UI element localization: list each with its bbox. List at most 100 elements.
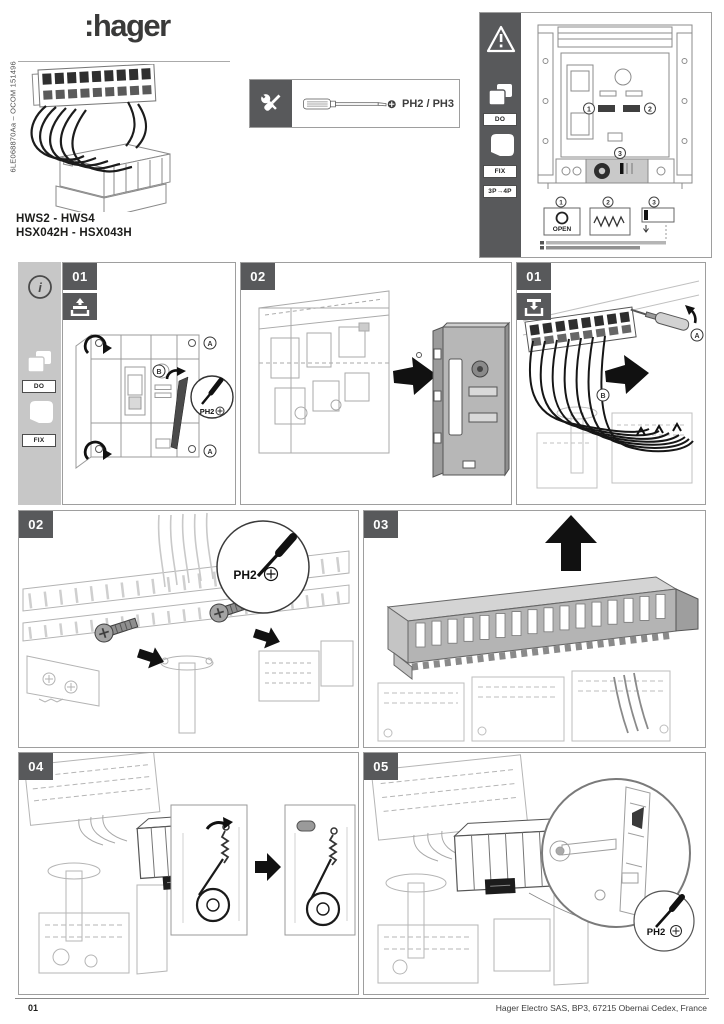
callout-a: A — [690, 328, 704, 342]
svg-text:A: A — [207, 341, 212, 348]
document-code: 6LE068870Aa – OCOM 151496 — [8, 61, 18, 173]
detail-inset-after — [284, 804, 356, 936]
step-badge: 02 — [19, 511, 53, 538]
molded-part-icon — [491, 134, 514, 156]
arrow-icon — [136, 647, 164, 669]
insert-icon — [517, 293, 551, 320]
step-panel-02-remove-cover: 02 — [240, 262, 512, 505]
wire-harness — [30, 101, 148, 173]
svg-text:1: 1 — [559, 200, 563, 207]
tool-spec-label: PH2 / PH3 — [402, 98, 454, 110]
svg-text:B: B — [600, 393, 605, 400]
ph2-inset: PH2 — [633, 890, 695, 952]
tools-icon — [250, 80, 292, 127]
svg-text:PH2: PH2 — [647, 927, 665, 938]
step-panel-05-check: 05 — [363, 752, 706, 995]
step-badge: 01 — [63, 263, 97, 290]
terminal-cover — [386, 576, 699, 681]
state-legend: 1 OPEN 2 3 — [540, 196, 675, 250]
cover-removal-drawing — [258, 290, 511, 478]
svg-text:i: i — [38, 280, 42, 295]
arrow-icon — [252, 627, 280, 649]
svg-text:PH2: PH2 — [200, 407, 215, 416]
step-badge: 05 — [364, 753, 398, 780]
info-sidebar: i DO FIX — [18, 262, 61, 505]
terminal-cover-drawing — [377, 515, 699, 742]
screwdriver-blade — [170, 376, 189, 450]
svg-text:2: 2 — [648, 106, 652, 113]
right-arrow-icon — [393, 357, 437, 395]
callout-3: 3 — [614, 147, 626, 159]
step-panel-03-lift-cover: 03 — [363, 510, 706, 748]
svg-text:3: 3 — [618, 151, 622, 158]
stack-icon — [27, 351, 51, 373]
poles-label: 3P→4P — [483, 185, 517, 198]
inspection-drawing: PH2 — [370, 754, 695, 986]
svg-text:1: 1 — [587, 106, 591, 113]
hager-logo: :hager — [84, 8, 171, 43]
svg-text:B: B — [156, 369, 161, 376]
safety-sidebar: DO FIX 3P→4P — [480, 13, 521, 257]
footer-divider — [15, 998, 709, 999]
step-badge: 03 — [364, 511, 398, 538]
screw-fastening-drawing: PH2 — [22, 512, 354, 734]
fix-label: FIX — [483, 165, 517, 178]
callout-2: 2 — [644, 102, 656, 115]
remove-icon — [63, 293, 97, 320]
callout-a: A — [203, 336, 217, 350]
publisher-address: Hager Electro SAS, BP3, 67215 Obernai Ce… — [495, 1003, 707, 1013]
warning-triangle-icon — [486, 25, 516, 53]
product-line-2: HSX042H - HSX043H — [16, 227, 132, 239]
screw-icon — [94, 617, 139, 643]
step-badge: 01 — [517, 263, 551, 290]
open-button-icon — [555, 211, 569, 225]
ph2-inset: PH2 — [216, 520, 310, 614]
callout-b: B — [596, 388, 610, 402]
product-illustration — [30, 64, 171, 212]
callout-a: A — [203, 444, 217, 458]
page-number: 01 — [28, 1003, 39, 1013]
rotate-arrow-icon — [83, 334, 112, 460]
wiring-drawing: A B — [522, 280, 704, 489]
open-label: OPEN — [553, 226, 572, 233]
product-references: HWS2 - HWS4 HSX042H - HSX043H — [16, 212, 132, 240]
svg-text:3: 3 — [652, 200, 656, 207]
spring-icon — [593, 215, 625, 228]
step-panel-01-unscrew: 01 — [62, 262, 236, 505]
callout-b: B — [152, 364, 166, 378]
header-divider — [18, 61, 230, 62]
do-label: DO — [22, 380, 56, 393]
product-line-1: HWS2 - HWS4 — [16, 213, 95, 225]
safety-panel: DO FIX 3P→4P 1 2 — [479, 12, 712, 258]
wire-harness — [528, 335, 694, 453]
fix-label: FIX — [22, 434, 56, 447]
stack-icon — [488, 84, 512, 106]
spring-lever-drawing — [23, 753, 356, 975]
latch-detail — [632, 807, 644, 829]
callout-1: 1 — [583, 102, 595, 115]
screwdriver-icon — [303, 98, 396, 110]
required-tools-box: PH2 / PH3 — [249, 79, 460, 128]
step-badge: 02 — [241, 263, 275, 290]
svg-text:A: A — [694, 333, 699, 340]
ph2-inset: PH2 — [190, 375, 234, 419]
step-panel-02-screws: 02 — [18, 510, 359, 748]
step-panel-04-spring: 04 — [18, 752, 359, 995]
detail-inset-before — [170, 804, 248, 936]
svg-text:PH2: PH2 — [233, 568, 257, 582]
do-label: DO — [483, 113, 517, 126]
molded-part-icon — [30, 401, 53, 423]
svg-text:A: A — [207, 449, 212, 456]
svg-text:2: 2 — [606, 200, 610, 207]
right-arrow-icon — [605, 355, 649, 394]
position-indicator-icon — [644, 210, 648, 220]
step-badge: 04 — [19, 753, 53, 780]
screwdriver-icon — [630, 308, 690, 331]
breaker-side-drawing: A A B PH2 — [75, 334, 234, 469]
step-panel-01-install: 01 — [516, 262, 706, 505]
front-cover — [432, 321, 511, 478]
right-arrow-icon — [255, 853, 281, 881]
info-icon: i — [28, 275, 52, 299]
breaker-front-view: 1 2 3 — [537, 24, 693, 189]
